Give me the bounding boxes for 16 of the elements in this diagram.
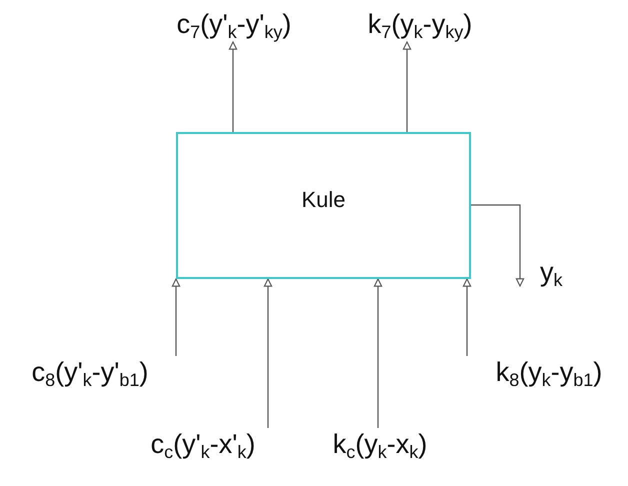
term-label: c$_{8}$(y'$_{k}$-y'$_{b1}$) — [32, 356, 148, 388]
box-label: Kule — [300, 186, 347, 214]
arrow — [374, 278, 382, 428]
arrow — [264, 278, 272, 428]
arrow — [172, 278, 180, 356]
term-label: c$_{c}$(y'$_{k}$-x'$_{k}$) — [150, 428, 256, 460]
arrow — [471, 204, 524, 287]
arrow — [228, 41, 238, 132]
term-label: c$_{7}$(y'$_{k}$-y'$_{ky}$) — [176, 8, 292, 40]
term-label: k$_{7}$(y$_{k}$-y$_{ky}$) — [368, 8, 472, 40]
process-box — [176, 132, 471, 279]
term-label: y$_{k}$ — [540, 256, 562, 288]
arrow — [402, 41, 412, 132]
term-label: k$_{c}$(y$_{k}$-x$_{k}$) — [332, 428, 428, 460]
arrow — [462, 278, 472, 356]
term-label: k$_{8}$(y$_{k}$-y$_{b1}$) — [496, 356, 602, 388]
